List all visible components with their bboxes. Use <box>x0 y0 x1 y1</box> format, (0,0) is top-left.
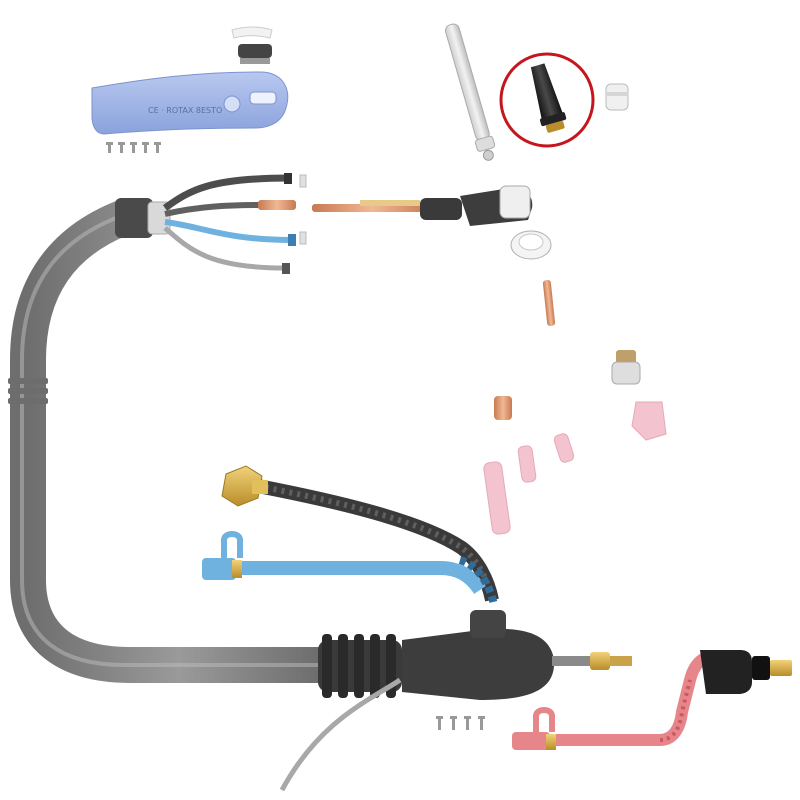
collet-small <box>517 433 575 483</box>
collet-body <box>494 396 512 420</box>
gas-lens <box>611 350 641 385</box>
handle-marking: CE · ROTAX 8ESTO <box>148 106 222 115</box>
power-adapter <box>318 610 632 700</box>
water-out-red <box>512 650 792 750</box>
back-cap-o-ring <box>605 83 629 111</box>
gas-connector <box>221 465 268 507</box>
hose-cable-bundle <box>115 173 307 274</box>
gas-line <box>256 479 499 602</box>
adapter-screws <box>436 716 485 730</box>
torch-body <box>312 185 533 226</box>
short-back-cap <box>530 63 567 133</box>
handle-clip <box>231 26 273 64</box>
water-in-blue <box>202 531 498 606</box>
torch-handle: CE · ROTAX 8ESTO <box>91 71 289 135</box>
handle-screws <box>106 142 161 153</box>
short-back-cap-highlight <box>499 52 595 148</box>
gas-lens-nozzle <box>631 401 667 441</box>
ceramic-nozzles <box>483 461 511 535</box>
adapter-cable <box>279 677 402 792</box>
main-hose <box>8 198 330 683</box>
head-insulator <box>510 230 552 260</box>
long-back-cap <box>445 23 496 161</box>
tungsten-electrode <box>542 280 556 326</box>
